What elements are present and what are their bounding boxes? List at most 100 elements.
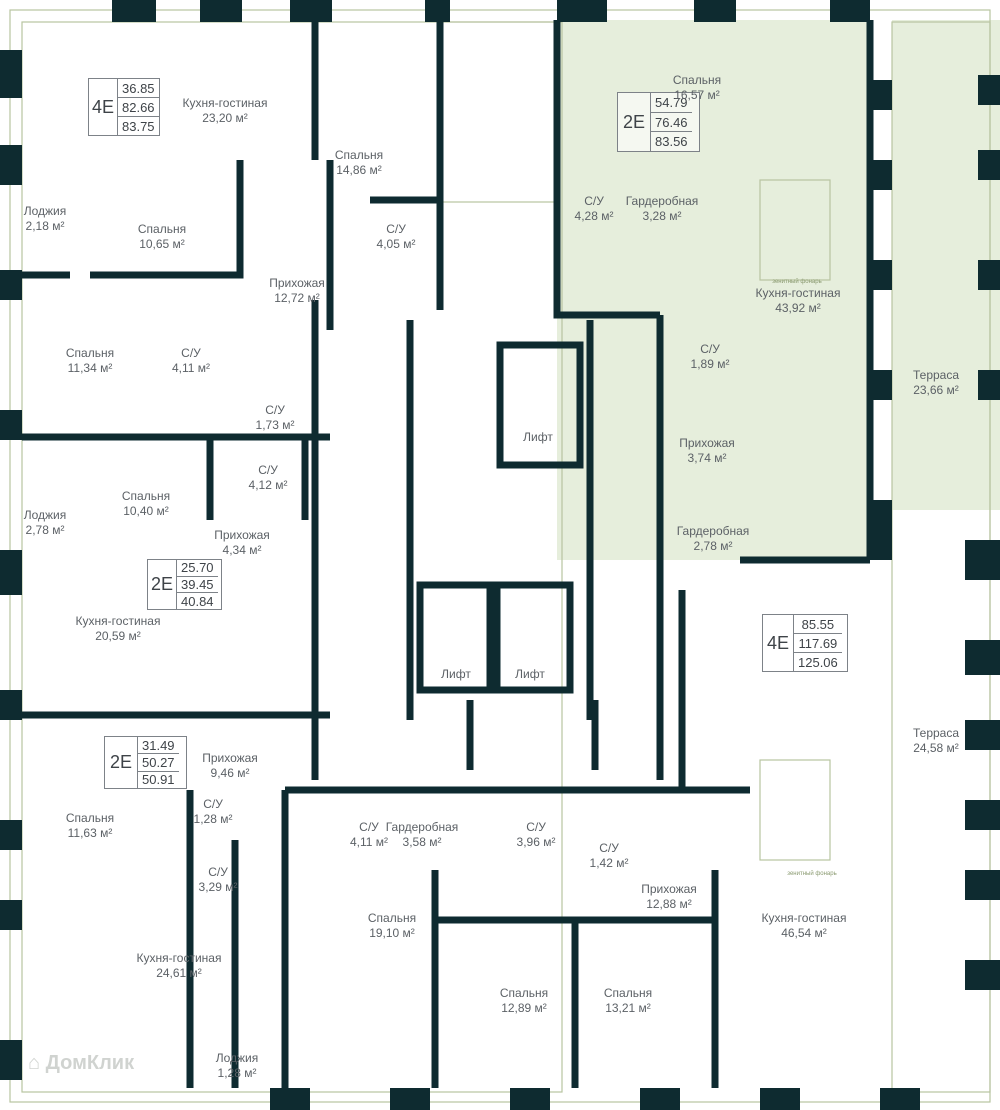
room-area: 3,74 м² [687,451,727,465]
room-name: Спальня [367,911,417,925]
room-name: Спальня [121,489,171,503]
skylight-label: зенитный фонарь [772,279,822,285]
room-name: Прихожая [214,528,270,542]
room-name: Гардеробная [385,820,459,834]
room-name: Спальня [334,148,384,162]
room-name: Лоджия [23,508,67,522]
area-with-balcony: 83.56 [651,131,692,151]
apartment-type: 2Е [618,93,651,151]
living-area: 36.85 [122,80,155,96]
room-area: 2,78 м² [25,523,65,537]
room-name: Прихожая [202,751,258,765]
room-area: 1,42 м² [589,856,629,870]
room-area: 24,61 м² [156,966,202,980]
room-name: Терраса [912,368,960,382]
room-area: 4,05 м² [376,237,416,251]
room-area: 13,21 м² [605,1001,651,1015]
room-name: Кухня-гостиная [755,286,841,300]
room-label: Лифт [441,667,471,682]
room-area: 46,54 м² [781,926,827,940]
room-name: С/У [359,820,379,834]
room-area: 2,18 м² [25,219,65,233]
room-area: 11,34 м² [67,361,113,375]
living-area: 31.49 [142,737,175,753]
room-name: С/У [203,797,223,811]
apartment-type: 4Е [763,615,794,671]
room-name: Лифт [515,667,545,681]
room-area: 4,11 м² [171,361,211,375]
room-name: С/У [208,865,228,879]
room-area: 24,58 м² [913,741,959,755]
room-label: Лифт [523,430,553,445]
living-area: 25.70 [181,560,214,576]
room-name: Лифт [441,667,471,681]
apartment-type: 2Е [105,737,138,788]
room-area: 12,88 м² [646,897,692,911]
highlighted-apartment [557,20,870,560]
room-name: Спальня [137,222,187,236]
room-area: 3,29 м² [198,880,238,894]
room-area: 1,28 м² [217,1066,257,1080]
room-name: Прихожая [679,436,735,450]
room-area: 4,11 м² [349,835,389,849]
area-with-balcony: 83.75 [118,116,159,135]
area-with-balcony: 125.06 [794,652,842,671]
room-name: Спальня [603,986,653,1000]
room-area: 3,96 м² [516,835,556,849]
room-name: Лоджия [23,204,67,218]
room-area: 16,57 м² [674,88,720,102]
apartment-type: 4Е [89,79,118,135]
room-area: 12,89 м² [501,1001,547,1015]
room-name: Прихожая [641,882,697,896]
room-name: С/У [599,841,619,855]
room-name: С/У [265,403,285,417]
room-name: Кухня-гостиная [761,911,847,925]
total-area: 117.69 [794,633,842,652]
room-name: С/У [700,342,720,356]
room-name: Гардеробная [676,524,750,538]
total-area: 76.46 [651,111,692,132]
interior-walls [22,20,874,1088]
room-name: Кухня-гостиная [75,614,161,628]
room-area: 23,66 м² [913,383,959,397]
room-area: 43,92 м² [775,301,821,315]
room-name: Спальня [672,73,722,87]
room-area: 14,86 м² [336,163,382,177]
area-with-balcony: 50.91 [138,770,179,788]
room-area: 12,72 м² [274,291,320,305]
room-area: 4,28 м² [574,209,614,223]
room-name: Гардеробная [625,194,699,208]
room-name: Лифт [523,430,553,444]
watermark-logo: ⌂ ДомКлик [28,1052,135,1074]
room-area: 3,58 м² [402,835,442,849]
room-name: С/У [181,346,201,360]
